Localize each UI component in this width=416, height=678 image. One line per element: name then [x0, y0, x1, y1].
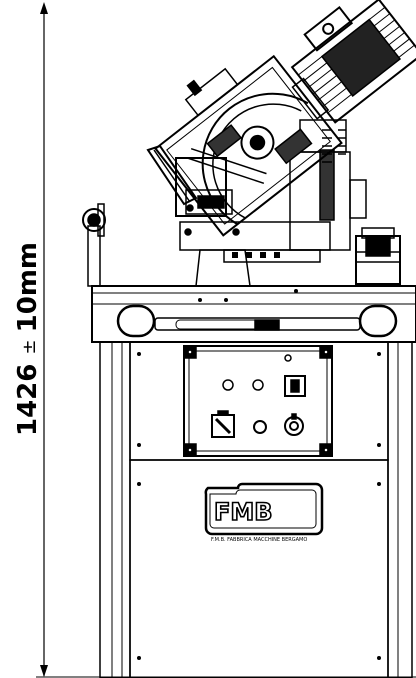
head-support	[179, 221, 331, 287]
saw-column	[289, 119, 367, 251]
logo-tagline: F.M.B. FABBRICA MACCHINE BERGAMO	[211, 537, 307, 543]
logo-brand: FMB	[214, 498, 273, 526]
motor	[290, 0, 416, 124]
dimension-tolerance-value: 10mm	[13, 242, 43, 332]
height-dimension	[36, 2, 160, 678]
panel-screws	[137, 352, 381, 660]
selector-switch-icon	[284, 375, 306, 397]
dimension-value: 1426	[13, 364, 43, 436]
push-button-icon	[253, 420, 267, 434]
indicator-lamp-icon	[222, 379, 234, 391]
stand-cabinet	[99, 341, 413, 678]
indicator-lamp-icon	[252, 379, 264, 391]
dimension-arrow-bottom	[40, 665, 48, 677]
fmb-logo: FMB F.M.B. FABBRICA MACCHINE BERGAMO	[204, 482, 324, 543]
work-table	[91, 285, 416, 343]
dimension-label: 1426 ± 10mm	[13, 242, 43, 436]
saw-head	[154, 54, 343, 237]
svg-text:1426 ± 10mm: 1426 ± 10mm	[13, 242, 43, 436]
control-panel	[183, 345, 333, 457]
right-gearbox	[355, 227, 401, 285]
dimension-tolerance: ±	[19, 339, 40, 354]
dimension-arrow-top	[40, 2, 48, 14]
vise-column	[82, 203, 106, 287]
indicator-light-icon	[284, 354, 292, 362]
